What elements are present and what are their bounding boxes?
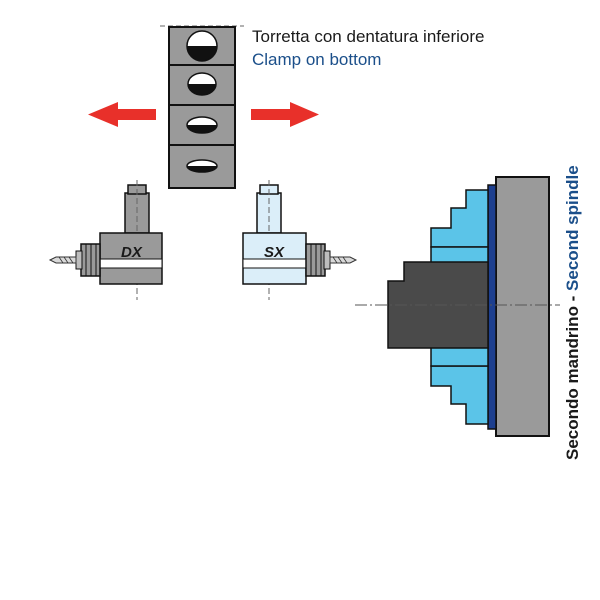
chuck-jaw-upper: [430, 189, 489, 248]
tool-label-dx: DX: [121, 244, 143, 261]
spindle-faceplate: [487, 184, 497, 430]
tool-holder-sx: SX: [242, 180, 358, 300]
second-spindle: [355, 176, 560, 437]
arrow-right-icon: [251, 102, 319, 127]
spindle-body: [495, 176, 550, 437]
clamp-symbol: [186, 116, 218, 134]
spindle-label-en: Second spindle: [563, 165, 582, 291]
chuck-jaw-lower: [430, 365, 489, 425]
turret-label-it: Torretta con dentatura inferiore: [252, 27, 484, 46]
drill-bit-icon: [329, 256, 358, 264]
spindle-label-it: Secondo mandrino -: [563, 291, 582, 460]
drill-bit-icon: [48, 256, 77, 264]
clamp-symbol: [186, 159, 218, 173]
tool-label-sx: SX: [264, 244, 285, 261]
clamp-symbol: [187, 72, 217, 96]
turret-label-en: Clamp on bottom: [252, 50, 381, 69]
turret: [160, 25, 244, 189]
clamp-symbol: [186, 30, 218, 62]
arrow-left-icon: [88, 102, 156, 127]
tool-holder-dx: DX: [48, 180, 163, 300]
spindle-label: Secondo mandrino - Second spindle: [563, 165, 582, 460]
